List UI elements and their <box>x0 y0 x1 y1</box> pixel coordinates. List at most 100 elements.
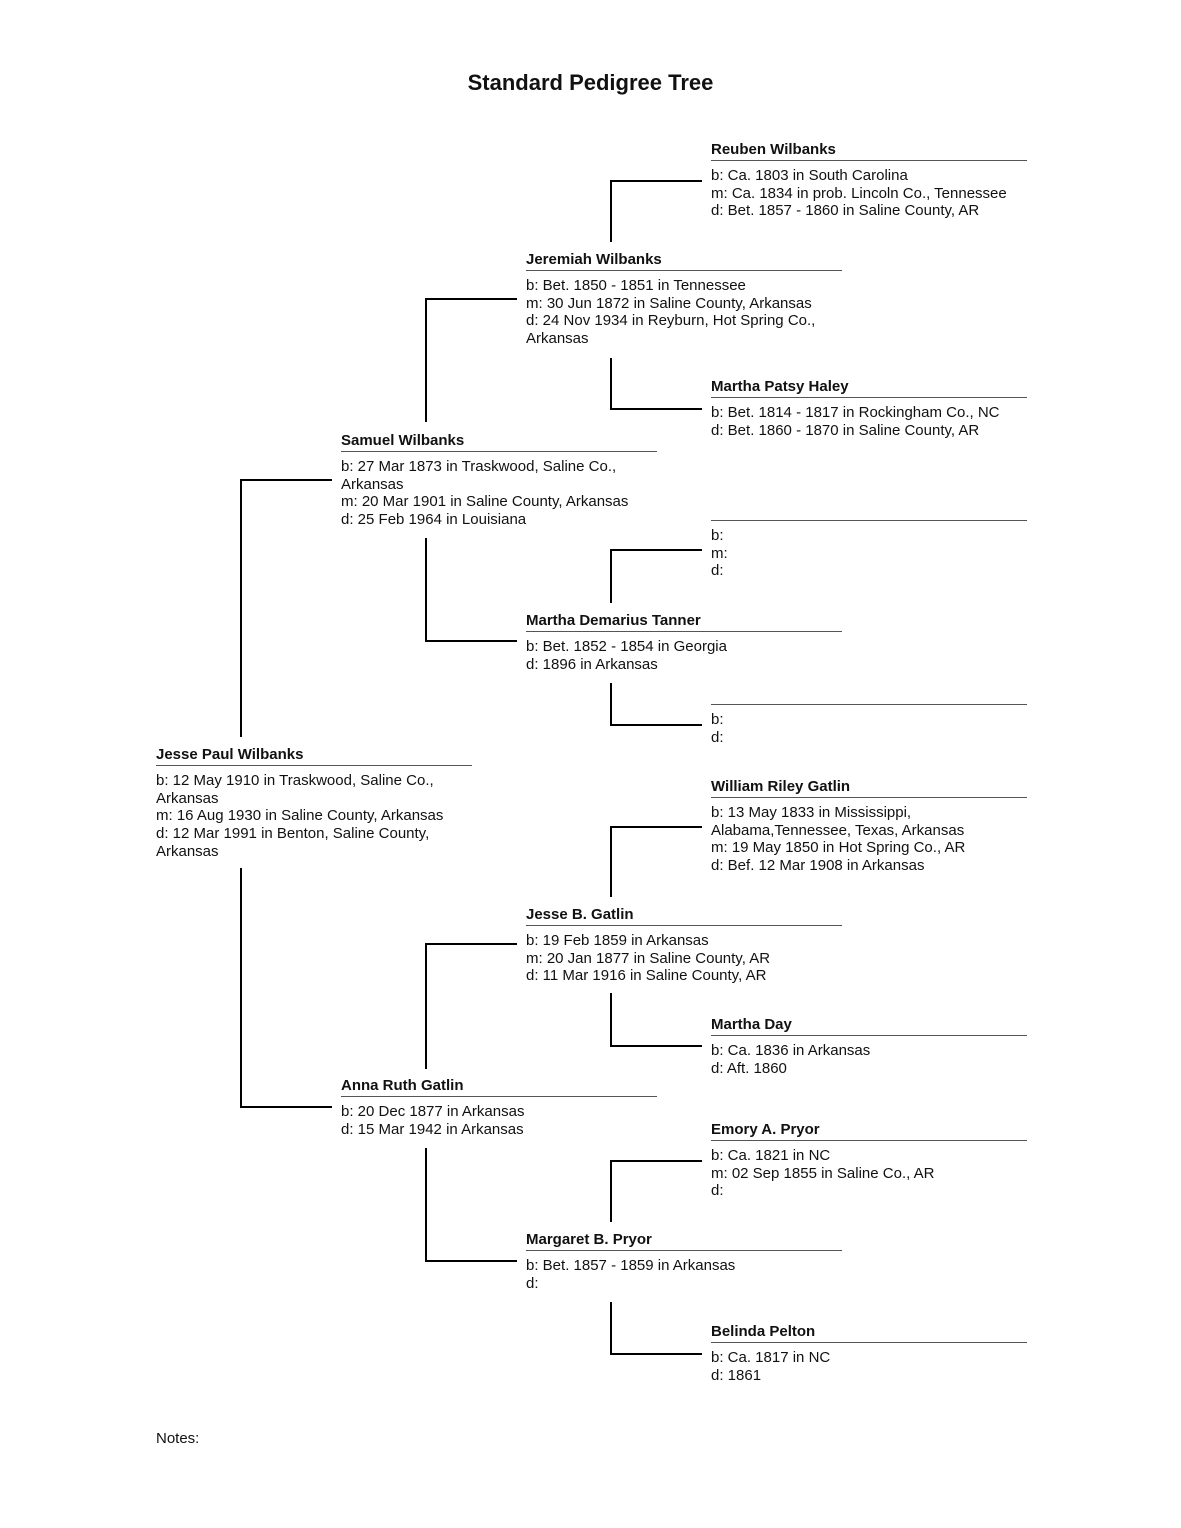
connector-line <box>610 826 612 897</box>
person-facts: b:d: <box>711 711 1027 746</box>
connector-line <box>240 479 242 737</box>
fact-line: Arkansas <box>156 842 219 860</box>
person-name <box>711 501 1027 521</box>
person-name <box>711 685 1027 705</box>
fact-line: d: 12 Mar 1991 in Benton, Saline County, <box>156 825 430 843</box>
connector-line <box>610 993 612 1047</box>
connector-line <box>610 549 612 603</box>
fact-line: b: Bet. 1857 - 1859 in Arkansas <box>526 1257 736 1274</box>
connector-line <box>610 1160 612 1222</box>
fact-line: b: Ca. 1803 in South Carolina <box>711 167 908 184</box>
connector-line <box>610 408 702 410</box>
fact-line: b: <box>711 527 724 544</box>
person-name: Jesse B. Gatlin <box>526 906 842 926</box>
person-name: Belinda Pelton <box>711 1323 1027 1343</box>
connector-line <box>610 180 702 182</box>
connector-line <box>610 683 612 726</box>
fact-line: b: 13 May 1833 in Mississippi, <box>711 804 912 821</box>
page-title: Standard Pedigree Tree <box>467 70 714 95</box>
person-facts: b: Bet. 1814 - 1817 in Rockingham Co., N… <box>711 404 1027 439</box>
fact-line: Arkansas <box>526 330 589 348</box>
connector-line <box>610 1353 702 1355</box>
fact-line: b: Ca. 1817 in NC <box>711 1349 831 1366</box>
person-unknown-1: b:m:d: <box>711 501 1027 580</box>
connector-line <box>425 298 517 300</box>
person-unknown-2: b:d: <box>711 685 1027 746</box>
connector-line <box>425 943 517 945</box>
fact-line: m: 20 Mar 1901 in Saline County, Arkansa… <box>341 493 629 511</box>
person-william-riley-gatlin: William Riley Gatlin b: 13 May 1833 in Mi… <box>711 778 1027 875</box>
connector-line <box>240 1106 332 1108</box>
fact-line: b: 27 Mar 1873 in Traskwood, Saline Co., <box>341 458 617 475</box>
connector-line <box>425 298 427 422</box>
fact-line: d: 25 Feb 1964 in Louisiana <box>341 511 527 529</box>
person-jesse-b-gatlin: Jesse B. Gatlin b: 19 Feb 1859 in Arkansa… <box>526 906 842 985</box>
fact-line: Alabama,Tennessee, Texas, Arkansas <box>711 821 965 839</box>
fact-line: d: Bet. 1857 - 1860 in Saline County, AR <box>711 202 980 220</box>
person-samuel-wilbanks: Samuel Wilbanks b: 27 Mar 1873 in Traskwo… <box>341 432 657 529</box>
connector-line <box>610 1045 702 1047</box>
person-facts: b:m:d: <box>711 527 1027 580</box>
fact-line: d: 1896 in Arkansas <box>526 655 658 673</box>
fact-line: b: 19 Feb 1859 in Arkansas <box>526 932 709 949</box>
person-name: Emory A. Pryor <box>711 1121 1027 1141</box>
person-name: Margaret B. Pryor <box>526 1231 842 1251</box>
fact-line: Arkansas <box>341 475 404 493</box>
person-facts: b: 12 May 1910 in Traskwood, Saline Co.,… <box>156 772 472 861</box>
person-name: Martha Patsy Haley <box>711 378 1027 398</box>
fact-line: b: <box>711 711 724 728</box>
fact-line: m: 16 Aug 1930 in Saline County, Arkansa… <box>156 807 444 825</box>
fact-line: b: Ca. 1836 in Arkansas <box>711 1042 871 1059</box>
notes-label: Notes: <box>156 1430 200 1447</box>
connector-line <box>610 724 702 726</box>
fact-line: d: 11 Mar 1916 in Saline County, AR <box>526 967 767 985</box>
fact-line: m: 30 Jun 1872 in Saline County, Arkansa… <box>526 294 812 312</box>
fact-line: d: Bef. 12 Mar 1908 in Arkansas <box>711 857 925 875</box>
person-name: Anna Ruth Gatlin <box>341 1077 657 1097</box>
fact-line: d: Aft. 1860 <box>711 1059 787 1077</box>
person-name: William Riley Gatlin <box>711 778 1027 798</box>
person-name: Jeremiah Wilbanks <box>526 251 842 271</box>
fact-line: m: 02 Sep 1855 in Saline Co., AR <box>711 1164 935 1182</box>
person-anna-ruth-gatlin: Anna Ruth Gatlin b: 20 Dec 1877 in Arkans… <box>341 1077 657 1138</box>
fact-line: b: Bet. 1852 - 1854 in Georgia <box>526 638 727 655</box>
connector-line <box>610 1160 702 1162</box>
connector-line <box>425 1148 427 1262</box>
connector-line <box>425 1260 517 1262</box>
person-name: Reuben Wilbanks <box>711 141 1027 161</box>
connector-line <box>610 549 702 551</box>
connector-line <box>425 943 427 1069</box>
person-facts: b: 13 May 1833 in Mississippi,Alabama,Te… <box>711 804 1027 875</box>
fact-line: m: Ca. 1834 in prob. Lincoln Co., Tennes… <box>711 184 1007 202</box>
fact-line: m: <box>711 544 728 562</box>
fact-line: d: <box>711 1182 724 1200</box>
fact-line: d: <box>526 1274 539 1292</box>
fact-line: b: 12 May 1910 in Traskwood, Saline Co., <box>156 772 434 789</box>
fact-line: b: Bet. 1850 - 1851 in Tennessee <box>526 277 746 294</box>
connector-line <box>240 868 242 1108</box>
connector-line <box>610 180 612 242</box>
person-name: Martha Day <box>711 1016 1027 1036</box>
connector-line <box>610 826 702 828</box>
person-reuben-wilbanks: Reuben Wilbanks b: Ca. 1803 in South Caro… <box>711 141 1027 220</box>
person-martha-patsy-haley: Martha Patsy Haley b: Bet. 1814 - 1817 in… <box>711 378 1027 439</box>
connector-line <box>610 358 612 410</box>
fact-line: Arkansas <box>156 789 219 807</box>
person-jeremiah-wilbanks: Jeremiah Wilbanks b: Bet. 1850 - 1851 in … <box>526 251 842 348</box>
connector-line <box>425 640 517 642</box>
fact-line: d: <box>711 562 724 580</box>
connector-line <box>610 1302 612 1355</box>
fact-line: d: 1861 <box>711 1366 762 1384</box>
person-name: Samuel Wilbanks <box>341 432 657 452</box>
